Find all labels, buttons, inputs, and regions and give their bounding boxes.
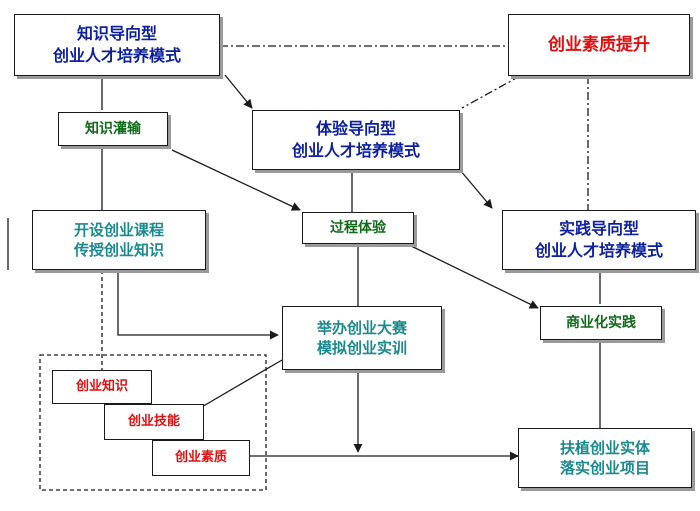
arrow-courses-to-competition xyxy=(117,270,279,340)
commercial-practice-box: 商业化实践 xyxy=(540,306,662,340)
competition-box: 举办创业大赛 模拟创业实训 xyxy=(282,306,442,370)
quality-improvement-box: 创业素质提升 xyxy=(508,14,690,76)
link-quality-to-experience xyxy=(461,75,521,109)
label-line-1: 举办创业大赛 xyxy=(316,318,407,337)
label-line-1: 体验导向型 xyxy=(315,119,396,139)
label-line-2: 落实创业项目 xyxy=(559,459,650,477)
arrow-process-to-commercial xyxy=(404,242,539,309)
arrow-knowledge-to-experience xyxy=(224,74,253,109)
arrow-skills-to-competition xyxy=(199,359,283,409)
experience-oriented-model-box: 体验导向型 创业人才培养模式 xyxy=(252,110,460,170)
practice-oriented-model-box: 实践导向型 创业人才培养模式 xyxy=(502,210,696,270)
label-line-1: 创业素质 xyxy=(174,450,227,466)
support-entity-box: 扶植创业实体 落实创业项目 xyxy=(518,428,692,488)
label-line-1: 知识灌输 xyxy=(85,120,141,137)
label-line-1: 知识导向型 xyxy=(76,24,157,44)
label-line-2: 创业人才培养模式 xyxy=(52,46,181,65)
knowledge-oriented-model-box: 知识导向型 创业人才培养模式 xyxy=(14,14,220,76)
knowledge-infusion-box: 知识灌输 xyxy=(58,112,168,146)
label-line-2: 创业人才培养模式 xyxy=(534,241,663,260)
skill-knowledge-box: 创业知识 xyxy=(52,370,152,404)
label-line-2: 传授创业知识 xyxy=(73,241,164,259)
courses-box: 开设创业课程 传授创业知识 xyxy=(32,210,206,270)
label-line-2: 创业人才培养模式 xyxy=(291,141,420,160)
arrow-experience-to-practice xyxy=(459,169,493,209)
label-line-1: 过程体验 xyxy=(330,219,386,236)
label-line-1: 开设创业课程 xyxy=(73,220,164,239)
skills-dashed-group xyxy=(39,354,267,491)
label-line-1: 商业化实践 xyxy=(566,314,636,331)
process-experience-box: 过程体验 xyxy=(302,212,414,244)
label-line-1: 创业知识 xyxy=(75,379,128,395)
label-line-1: 实践导向型 xyxy=(558,219,639,239)
label-line-1: 创业技能 xyxy=(127,414,180,430)
skill-skills-box: 创业技能 xyxy=(104,404,204,440)
skill-quality-box: 创业素质 xyxy=(152,440,250,476)
label-line-2: 模拟创业实训 xyxy=(316,339,407,357)
arrow-infusion-to-process xyxy=(171,149,301,211)
label-line-1: 扶植创业实体 xyxy=(559,438,650,457)
label-line-1: 创业素质提升 xyxy=(548,34,650,55)
